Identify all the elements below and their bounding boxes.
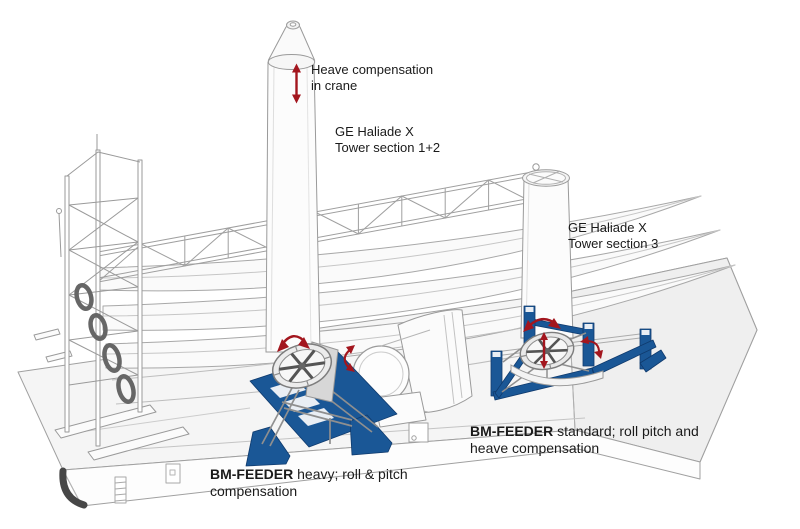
tower-section-3-label: GE Haliade X Tower section 3 (568, 220, 658, 252)
roll-arrow-icon-standard (523, 318, 561, 332)
bm-feeder-standard-product: BM-FEEDER (470, 423, 554, 439)
tower-section-3 (520, 163, 574, 339)
roll-arrow-icon-heavy (277, 335, 310, 352)
bm-feeder-heavy-ring (271, 343, 333, 389)
bm-feeder-heavy-product: BM-FEEDER (210, 466, 294, 482)
heave-arrow-icon-standard (540, 332, 548, 369)
bm-feeder-heavy-descriptor: heavy; roll & pitch (293, 466, 408, 482)
bm-feeder-heavy-frame (261, 379, 379, 447)
tower12-line2: Tower section 1+2 (335, 140, 441, 155)
tower12-line1: GE Haliade X (335, 124, 414, 139)
bm-feeder-standard-ring (519, 331, 575, 371)
bm-feeder-standard-label: BM-FEEDER standard; roll pitch and heave… (470, 423, 699, 457)
tower3-line2: Tower section 3 (568, 236, 659, 251)
tower3-line1: GE Haliade X (568, 220, 647, 235)
bm-feeder-standard (490, 305, 667, 401)
nacelle-fixture (352, 309, 473, 428)
bm-feeder-standard-arc-rail (510, 364, 604, 387)
blade-rack (33, 134, 190, 461)
bm-feeder-heavy (245, 335, 398, 467)
bm-feeder-heavy-line2: compensation (210, 483, 298, 499)
heave-note-line1: Heave compensation (311, 62, 434, 77)
bm-feeder-standard-line2: heave compensation (470, 440, 600, 456)
deck-box (408, 422, 429, 443)
bm-feeder-standard-struts (501, 332, 590, 393)
heave-note-line2: in crane (311, 78, 358, 93)
heave-arrow-icon (292, 63, 301, 104)
bm-feeder-standard-descriptor: standard; roll pitch and (553, 423, 699, 439)
tower-section-12-label: GE Haliade X Tower section 1+2 (335, 124, 440, 156)
tower-section-1-2 (265, 20, 321, 353)
heave-compensation-note: Heave compensation in crane (311, 62, 433, 94)
pitch-arrow-icon-standard (580, 336, 603, 359)
bm-feeder-heavy-label: BM-FEEDER heavy; roll & pitch compensati… (210, 466, 408, 500)
pitch-arrow-icon-heavy (343, 345, 355, 372)
